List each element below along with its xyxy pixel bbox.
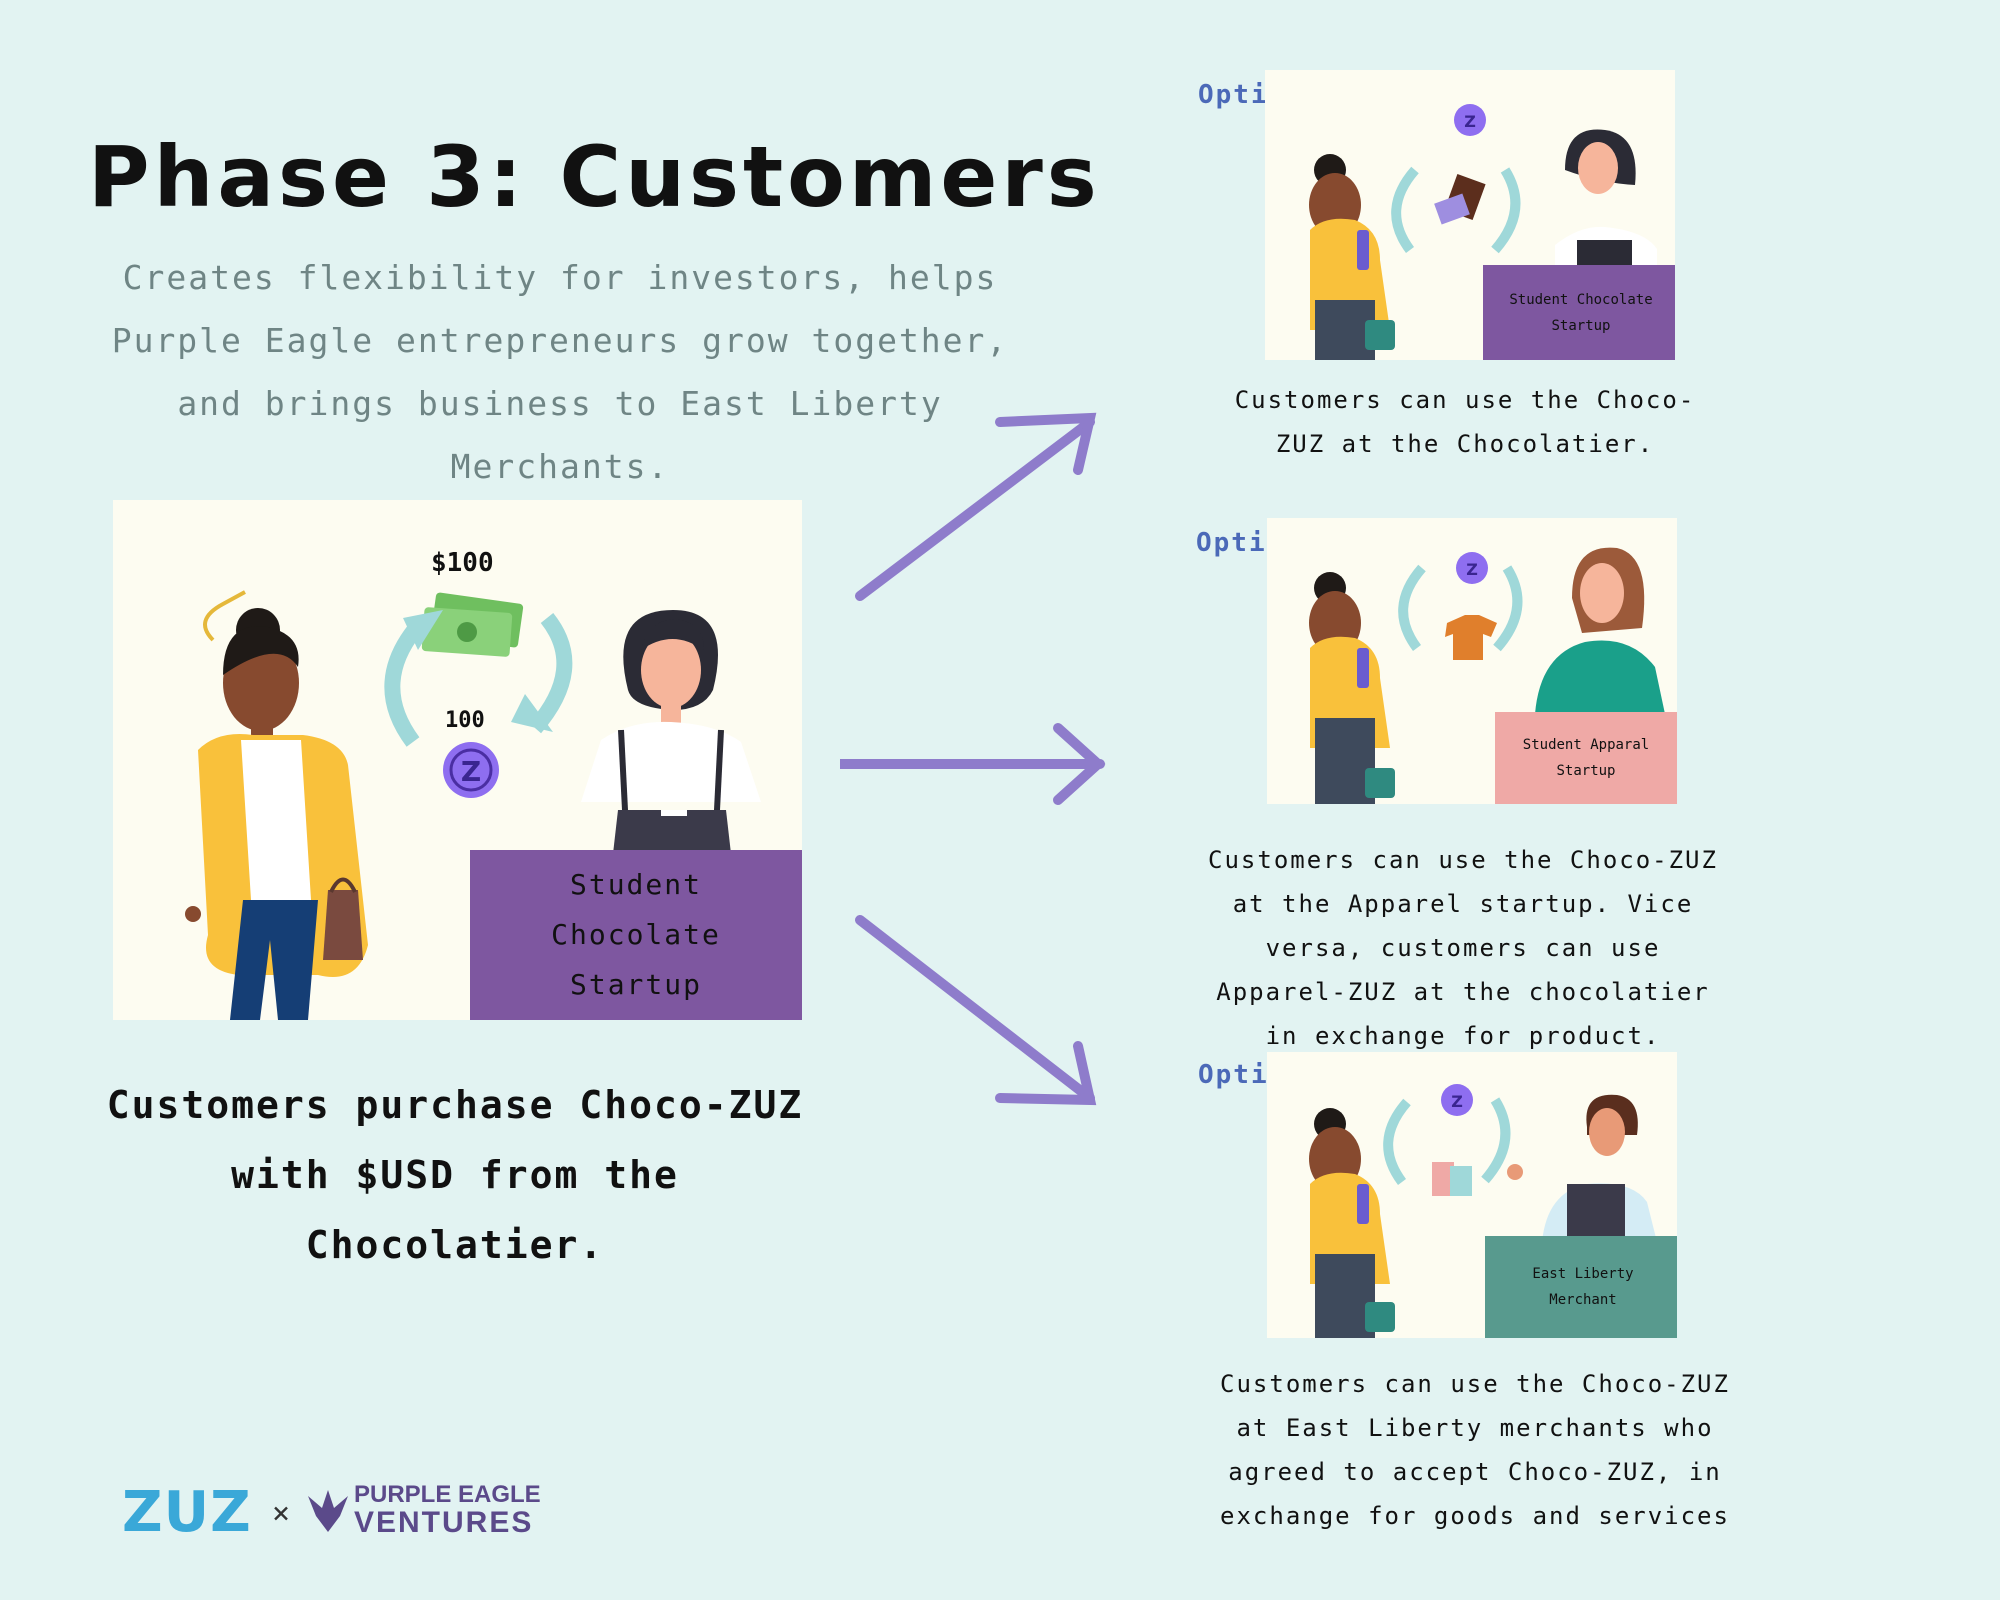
counter-label: East Liberty Merchant bbox=[1532, 1266, 1634, 1308]
shopping-bags-icon bbox=[1432, 1162, 1454, 1196]
main-counter: Student Chocolate Startup bbox=[470, 850, 802, 1020]
option-3-illustration: Z bbox=[1309, 1084, 1657, 1338]
option-1-counter: Student Chocolate Startup bbox=[1483, 265, 1675, 360]
zuz-logo: ZUZ bbox=[122, 1480, 252, 1545]
option-2-scene: Z Student Apparal Startup bbox=[1267, 518, 1677, 804]
option-1-caption: Customers can use the Choco-ZUZ at the C… bbox=[1234, 386, 1696, 458]
chocolatier-figure bbox=[581, 610, 761, 880]
logo-separator: × bbox=[272, 1496, 291, 1531]
arrow-to-option-3 bbox=[855, 915, 1095, 1103]
shirt-icon bbox=[1445, 615, 1497, 660]
option-1-scene: Z Student Chocolate Startup bbox=[1265, 70, 1675, 360]
counter-label: Student Chocolate Startup bbox=[1509, 291, 1653, 334]
main-caption: Customers purchase Choco-ZUZ with $USD f… bbox=[106, 1083, 804, 1267]
coin-amount-label: 100 bbox=[445, 708, 485, 733]
page-title: Phase 3: Customers bbox=[88, 128, 1101, 226]
price-label: $100 bbox=[431, 548, 494, 578]
main-scene-panel: Z Student Chocolate Startup $100 100 bbox=[113, 500, 802, 1020]
counter-label: Student Chocolate Startup bbox=[551, 868, 721, 1001]
logo-line-2: VENTURES bbox=[354, 1506, 534, 1539]
svg-text:Z: Z bbox=[1464, 112, 1476, 131]
cash-icon bbox=[421, 592, 524, 657]
svg-text:Z: Z bbox=[1451, 1092, 1463, 1111]
option-3-counter: East Liberty Merchant bbox=[1485, 1236, 1677, 1338]
option-2-counter: Student Apparal Startup bbox=[1495, 712, 1677, 804]
option-2-caption: Customers can use the Choco-ZUZ at the A… bbox=[1208, 846, 1718, 1050]
main-scene-illustration: Z bbox=[185, 590, 761, 1020]
zuz-coin-icon: Z bbox=[443, 742, 499, 798]
option-2-illustration: Z bbox=[1309, 547, 1665, 804]
purple-eagle-ventures-logo: PURPLE EAGLE VENTURES bbox=[306, 1482, 541, 1538]
flow-arrows bbox=[840, 412, 1106, 1106]
customer-figure bbox=[185, 590, 368, 1020]
svg-text:Z: Z bbox=[461, 755, 481, 788]
option-3-caption: Customers can use the Choco-ZUZ at East … bbox=[1220, 1370, 1730, 1530]
svg-text:Z: Z bbox=[1466, 560, 1478, 579]
arrow-to-option-1 bbox=[855, 417, 1095, 601]
counter-label: Student Apparal Startup bbox=[1522, 737, 1650, 779]
page-subtitle: Creates flexibility for investors, helps… bbox=[111, 258, 1009, 486]
logo-line-1: PURPLE EAGLE bbox=[354, 1481, 541, 1508]
option-3-scene: Z East Liberty Merchant bbox=[1267, 1052, 1677, 1338]
eagle-icon bbox=[308, 1490, 348, 1532]
